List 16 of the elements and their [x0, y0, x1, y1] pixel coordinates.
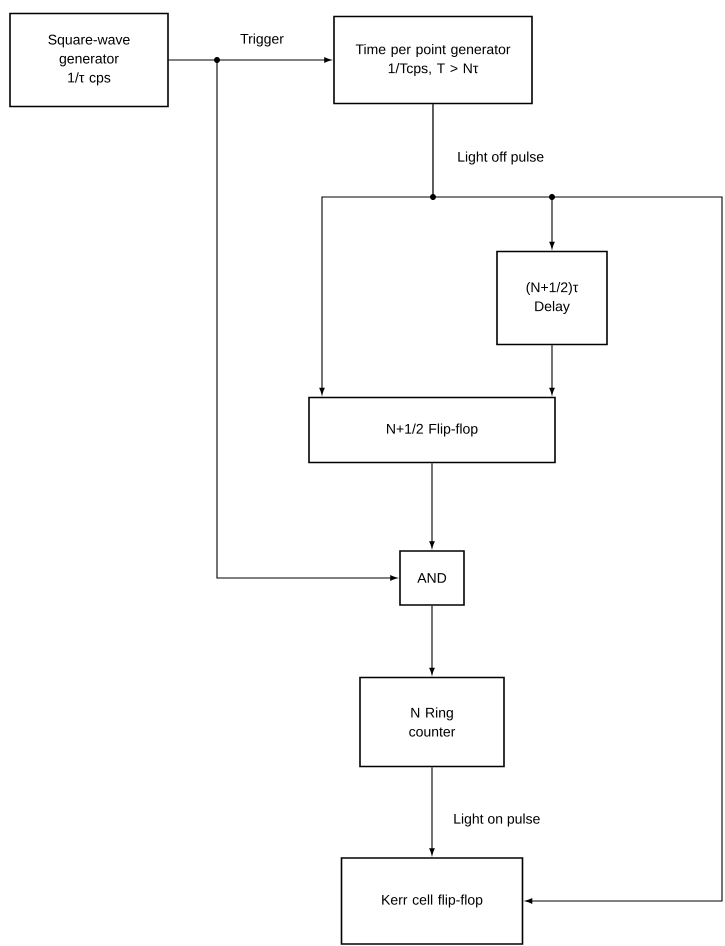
block-box: Square-wave generator 1/τ cps	[9, 12, 169, 108]
block-box: AND	[399, 550, 465, 606]
arrow	[429, 767, 435, 856]
block-box: N Ring counter	[359, 676, 505, 768]
edge-label: Trigger	[239, 32, 285, 48]
edge-label: Light on pulse	[452, 812, 542, 828]
arrow	[429, 606, 435, 675]
block-box: (N+1/2)τ Delay	[496, 250, 608, 346]
edge-label: Light off pulse	[456, 150, 546, 166]
block-box: Kerr cell flip-flop	[340, 857, 524, 945]
arrow	[168, 59, 398, 581]
block-box: Time per point generator 1/Tcps, T > Nτ	[333, 16, 533, 104]
arrow	[432, 104, 723, 904]
arrow	[429, 463, 435, 548]
block-box: N+1/2 Flip-flop	[308, 396, 556, 464]
arrow	[549, 345, 555, 395]
